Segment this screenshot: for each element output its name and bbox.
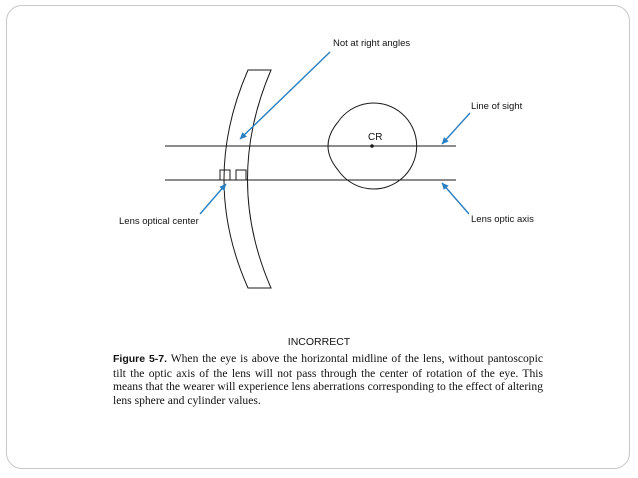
right-angle-marker-left	[219, 169, 231, 180]
label-line-of-sight: Line of sight	[471, 101, 523, 112]
arrow-lens-optic-axis	[441, 182, 470, 215]
label-cr: CR	[368, 132, 383, 143]
center-of-rotation-dot	[370, 144, 374, 148]
arrow-not-right-angles	[239, 51, 331, 140]
label-lens-optical-center: Lens optical center	[119, 216, 199, 227]
arrow-lens-optical-center	[199, 183, 227, 215]
meniscus-lens	[223, 69, 272, 289]
label-lens-optic-axis: Lens optic axis	[471, 214, 534, 225]
caption-text: When the eye is above the horizontal mid…	[113, 352, 543, 407]
label-not-at-right-angles: Not at right angles	[333, 38, 411, 49]
slide-frame	[6, 5, 630, 469]
arrow-line-of-sight	[441, 112, 471, 145]
figure-number: Figure 5-7.	[113, 353, 168, 365]
figure-caption: Figure 5-7. When the eye is above the ho…	[113, 352, 543, 407]
eye-globe	[327, 102, 418, 190]
figure-heading: INCORRECT	[287, 336, 351, 348]
right-angle-marker-right	[235, 169, 247, 180]
